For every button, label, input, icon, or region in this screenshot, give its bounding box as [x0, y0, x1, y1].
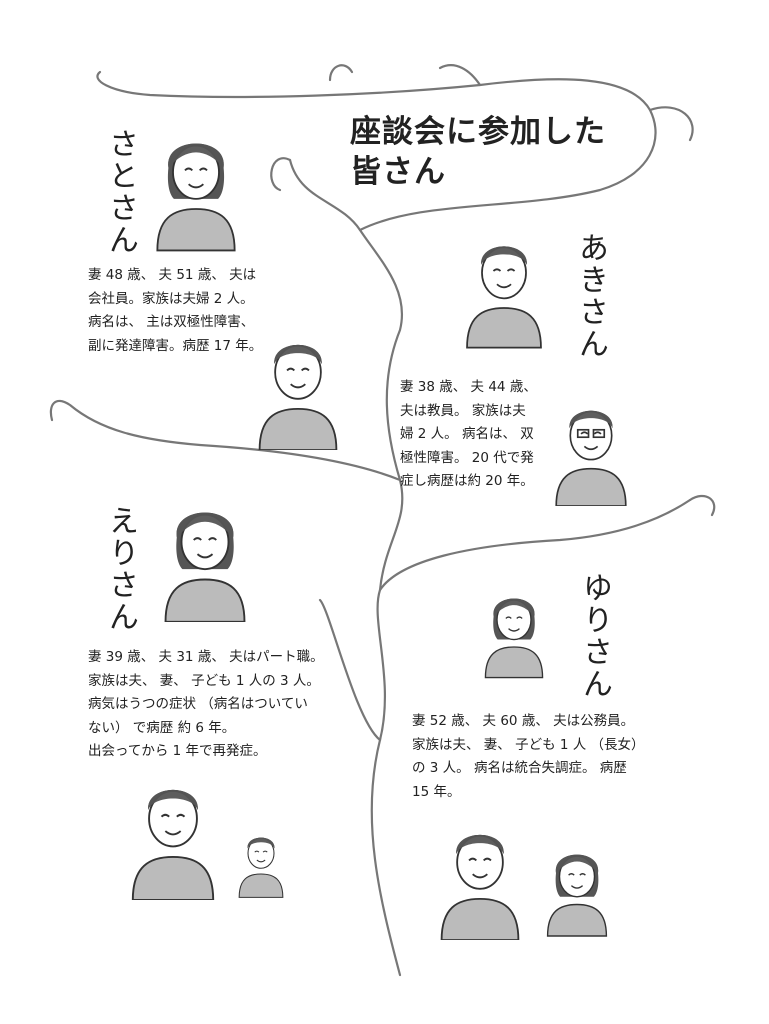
participant-description-yuri: 妻 52 歳、 夫 60 歳、 夫は公務員。 家族は夫、 妻、 子ども 1 人 … — [412, 710, 645, 804]
title-line-1: 座談会に参加した — [350, 114, 606, 150]
portrait-eri-wife — [158, 490, 252, 622]
desc-line: 家族は夫、 妻、 子ども 1 人 （長女） — [412, 736, 645, 753]
portrait-aki-wife — [460, 222, 548, 350]
person-illustration-icon — [484, 598, 544, 679]
person-illustration-icon — [164, 512, 246, 622]
desc-line: 15 年。 — [412, 783, 461, 800]
portrait-eri-child — [235, 822, 287, 900]
desc-line: の 3 人。 病名は統合失調症。 病歴 — [412, 760, 627, 776]
person-illustration-icon — [555, 410, 627, 506]
portrait-sato-wife — [150, 120, 242, 252]
desc-line: ない） で病歴 約 6 年。 — [88, 719, 236, 736]
desc-line: 症し病歴は約 20 年。 — [400, 473, 534, 489]
desc-line: 妻 48 歳、 夫 51 歳、 夫は — [88, 267, 257, 283]
participant-name-yuri: ゆりさん — [577, 572, 612, 700]
participant-description-sato: 妻 48 歳、 夫 51 歳、 夫は 会社員。家族は夫婦 2 人。 病名は、 主… — [88, 264, 262, 358]
desc-line: 妻 52 歳、 夫 60 歳、 夫は公務員。 — [412, 713, 635, 729]
participant-description-aki: 妻 38 歳、 夫 44 歳、 夫は教員。 家族は夫 婦 2 人。 病名は、 双… — [400, 376, 537, 494]
desc-line: 出会ってから 1 年で再発症。 — [88, 743, 267, 759]
desc-line: 妻 39 歳、 夫 31 歳、 夫はパート職。 — [88, 649, 324, 665]
title-line-2: 皆さん — [350, 154, 446, 190]
person-illustration-icon — [258, 344, 338, 450]
portrait-yuri-wife — [480, 570, 548, 690]
person-illustration-icon — [156, 143, 236, 252]
participant-name-eri: えりさん — [103, 505, 138, 633]
portrait-yuri-husband — [430, 812, 530, 940]
person-illustration-icon — [466, 246, 542, 349]
desc-line: 会社員。家族は夫婦 2 人。 — [88, 290, 254, 307]
desc-line: 極性障害。 20 代で発 — [400, 449, 534, 466]
person-illustration-icon — [546, 854, 608, 937]
desc-line: 家族は夫、 妻、 子ども 1 人の 3 人。 — [88, 672, 320, 689]
person-illustration-icon — [238, 837, 284, 898]
desc-line: 病名は、 主は双極性障害、 — [88, 314, 255, 330]
person-illustration-icon — [440, 834, 520, 940]
portrait-sato-husband — [250, 322, 346, 450]
portrait-yuri-daughter — [542, 832, 612, 942]
desc-line: 病気はうつの症状 （病名はついてい — [88, 696, 308, 712]
page-title: 座談会に参加した 皆さん — [350, 112, 606, 192]
desc-line: 婦 2 人。 病名は、 双 — [400, 426, 534, 442]
person-illustration-icon — [131, 789, 215, 900]
portrait-aki-husband — [545, 390, 637, 506]
participant-description-eri: 妻 39 歳、 夫 31 歳、 夫はパート職。 家族は夫、 妻、 子ども 1 人… — [88, 646, 324, 764]
desc-line: 副に発達障害。病歴 17 年。 — [88, 337, 263, 354]
participant-name-aki: あきさん — [573, 232, 608, 360]
portrait-eri-husband — [125, 766, 221, 900]
desc-line: 夫は教員。 家族は夫 — [400, 402, 526, 419]
participant-name-sato: さとさん — [103, 128, 138, 256]
desc-line: 妻 38 歳、 夫 44 歳、 — [400, 379, 537, 395]
